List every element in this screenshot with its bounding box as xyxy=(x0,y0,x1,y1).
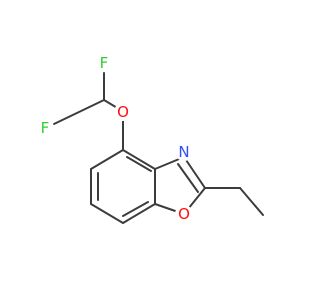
atom-o-ether: O xyxy=(114,103,132,121)
bond-ch2-ch3 xyxy=(239,187,264,216)
bond-benzene-4 xyxy=(90,203,124,224)
atom-o-ring-label: O xyxy=(178,205,190,223)
bond-benzene-inner-1 xyxy=(126,156,152,172)
bond-benzene-6 xyxy=(90,149,124,170)
bond-benzene-3 xyxy=(122,203,156,224)
atom-o-ether-bg xyxy=(114,103,132,121)
bond-benzene-inner-2 xyxy=(122,201,149,217)
atom-o-ring-bg xyxy=(175,205,193,223)
atom-n-ring-bg xyxy=(175,143,193,161)
atom-f-left-label: F xyxy=(41,119,50,137)
atom-f-top-bg xyxy=(95,54,113,72)
bond-n-c2 xyxy=(183,156,206,189)
atom-layer: F F O N O xyxy=(36,54,193,223)
atom-o-ring: O xyxy=(175,205,193,223)
bond-c-f-left xyxy=(53,99,105,125)
atom-n-ring: N xyxy=(175,143,193,161)
bond-n-c2-double xyxy=(177,163,199,193)
atom-f-left-bg xyxy=(36,119,54,137)
structure-diagram: F F O N O xyxy=(36,54,264,224)
atom-f-top-label: F xyxy=(100,54,109,72)
atom-o-ether-label: O xyxy=(117,103,129,121)
atom-f-top: F xyxy=(95,54,113,72)
bond-layer xyxy=(53,72,264,224)
bond-benzene-1 xyxy=(122,149,156,170)
atom-f-left: F xyxy=(36,119,54,137)
atom-n-ring-label: N xyxy=(178,143,189,161)
